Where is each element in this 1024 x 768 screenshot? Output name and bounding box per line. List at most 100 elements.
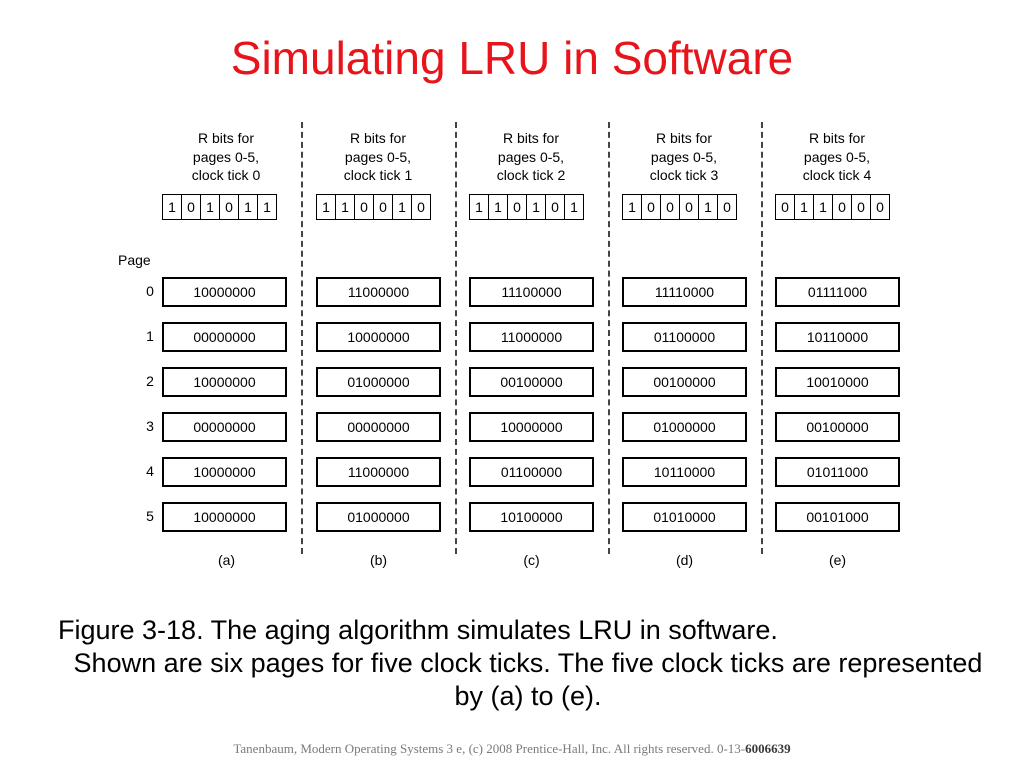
slide-title: Simulating LRU in Software xyxy=(230,32,794,84)
r-bit-cell: 0 xyxy=(660,194,680,220)
page-axis-label: Page xyxy=(118,252,151,268)
aging-counter: 01000000 xyxy=(622,412,747,442)
aging-counter: 11000000 xyxy=(316,277,441,307)
r-bits-header: R bits for pages 0-5, clock tick 3 xyxy=(619,129,749,185)
r-bits-header-line: pages 0-5, xyxy=(497,148,565,165)
column-divider-1 xyxy=(301,122,303,554)
clock-tick-label: (e) xyxy=(828,552,847,568)
r-bits-header-line: pages 0-5, xyxy=(650,148,718,165)
r-bit-cell: 1 xyxy=(698,194,718,220)
r-bit-cell: 0 xyxy=(851,194,871,220)
r-bit-cell: 1 xyxy=(335,194,355,220)
page-number: 5 xyxy=(146,508,154,524)
r-bits-header-line: clock tick 1 xyxy=(343,167,413,183)
page-number: 0 xyxy=(146,283,154,299)
r-bit-cell: 0 xyxy=(832,194,852,220)
aging-counter: 01100000 xyxy=(622,322,747,352)
aging-counter: 01100000 xyxy=(469,457,594,487)
aging-counter: 10110000 xyxy=(775,322,900,352)
page-number: 1 xyxy=(146,328,154,344)
aging-counter: 00000000 xyxy=(162,322,287,352)
r-bit-cell: 0 xyxy=(775,194,795,220)
r-bit-cell: 1 xyxy=(162,194,182,220)
r-bit-cell: 1 xyxy=(622,194,642,220)
r-bits-header-line: R bits for xyxy=(349,130,406,146)
aging-counter: 01011000 xyxy=(775,457,900,487)
column-divider-2 xyxy=(455,122,457,554)
aging-counter: 01111000 xyxy=(775,277,900,307)
clock-tick-label: (d) xyxy=(675,552,694,568)
caption-line-2: Shown are six pages for five clock ticks… xyxy=(73,648,983,711)
r-bit-cell: 0 xyxy=(507,194,527,220)
aging-counter: 10000000 xyxy=(162,457,287,487)
r-bit-cell: 1 xyxy=(564,194,584,220)
r-bit-cell: 1 xyxy=(526,194,546,220)
r-bits-header-line: pages 0-5, xyxy=(803,148,871,165)
aging-counter: 01000000 xyxy=(316,502,441,532)
aging-counter: 10010000 xyxy=(775,367,900,397)
r-bit-cell: 0 xyxy=(679,194,699,220)
r-bit-cell: 1 xyxy=(794,194,814,220)
aging-counter: 10000000 xyxy=(162,277,287,307)
aging-counter: 11100000 xyxy=(469,277,594,307)
aging-counter: 01000000 xyxy=(316,367,441,397)
aging-counter: 00000000 xyxy=(316,412,441,442)
aging-counter: 00100000 xyxy=(775,412,900,442)
page-number: 4 xyxy=(146,463,154,479)
r-bit-cell: 1 xyxy=(238,194,258,220)
r-bit-cell: 1 xyxy=(200,194,220,220)
copyright-footer: Tanenbaum, Modern Operating Systems 3 e,… xyxy=(0,741,1024,757)
r-bits-header-line: R bits for xyxy=(655,130,712,146)
r-bit-cell: 0 xyxy=(870,194,890,220)
column-divider-3 xyxy=(608,122,610,554)
aging-counter: 10000000 xyxy=(316,322,441,352)
r-bits-header: R bits for pages 0-5, clock tick 2 xyxy=(466,129,596,185)
r-bits-header-line: clock tick 4 xyxy=(802,167,872,183)
aging-counter: 10110000 xyxy=(622,457,747,487)
clock-tick-label: (a) xyxy=(217,552,236,568)
r-bits-header-line: R bits for xyxy=(502,130,559,146)
aging-counter: 10000000 xyxy=(162,367,287,397)
r-bit-cell: 1 xyxy=(316,194,336,220)
footer-isbn: 6006639 xyxy=(745,741,791,756)
r-bit-cell: 1 xyxy=(488,194,508,220)
r-bit-cell: 1 xyxy=(469,194,489,220)
r-bits-header-line: pages 0-5, xyxy=(192,148,260,165)
r-bit-cell: 1 xyxy=(813,194,833,220)
clock-tick-label: (b) xyxy=(369,552,388,568)
r-bits-header: R bits for pages 0-5, clock tick 1 xyxy=(313,129,443,185)
aging-counter: 00100000 xyxy=(469,367,594,397)
caption-line-1: Figure 3-18. The aging algorithm simulat… xyxy=(58,615,778,645)
aging-counter: 10000000 xyxy=(162,502,287,532)
aging-counter: 10000000 xyxy=(469,412,594,442)
aging-counter: 11000000 xyxy=(316,457,441,487)
r-bit-cell: 1 xyxy=(257,194,277,220)
clock-tick-label: (c) xyxy=(523,552,540,568)
r-bit-cell: 0 xyxy=(181,194,201,220)
r-bit-cell: 0 xyxy=(717,194,737,220)
aging-counter: 10100000 xyxy=(469,502,594,532)
r-bits-header: R bits for pages 0-5, clock tick 4 xyxy=(772,129,902,185)
r-bits-header-line: clock tick 0 xyxy=(191,167,261,183)
r-bits-header-line: R bits for xyxy=(197,130,254,146)
aging-counter: 00101000 xyxy=(775,502,900,532)
r-bits-header-line: clock tick 3 xyxy=(649,167,719,183)
aging-counter: 01010000 xyxy=(622,502,747,532)
aging-counter: 00100000 xyxy=(622,367,747,397)
r-bits-header-line: pages 0-5, xyxy=(344,148,412,165)
page-number: 3 xyxy=(146,418,154,434)
r-bits-header-line: clock tick 2 xyxy=(496,167,566,183)
r-bits-header-line: R bits for xyxy=(808,130,865,146)
r-bit-cell: 0 xyxy=(219,194,239,220)
figure-caption: Figure 3-18. The aging algorithm simulat… xyxy=(58,614,998,713)
r-bit-cell: 0 xyxy=(641,194,661,220)
page-number: 2 xyxy=(146,373,154,389)
aging-counter: 11000000 xyxy=(469,322,594,352)
r-bit-cell: 0 xyxy=(373,194,393,220)
